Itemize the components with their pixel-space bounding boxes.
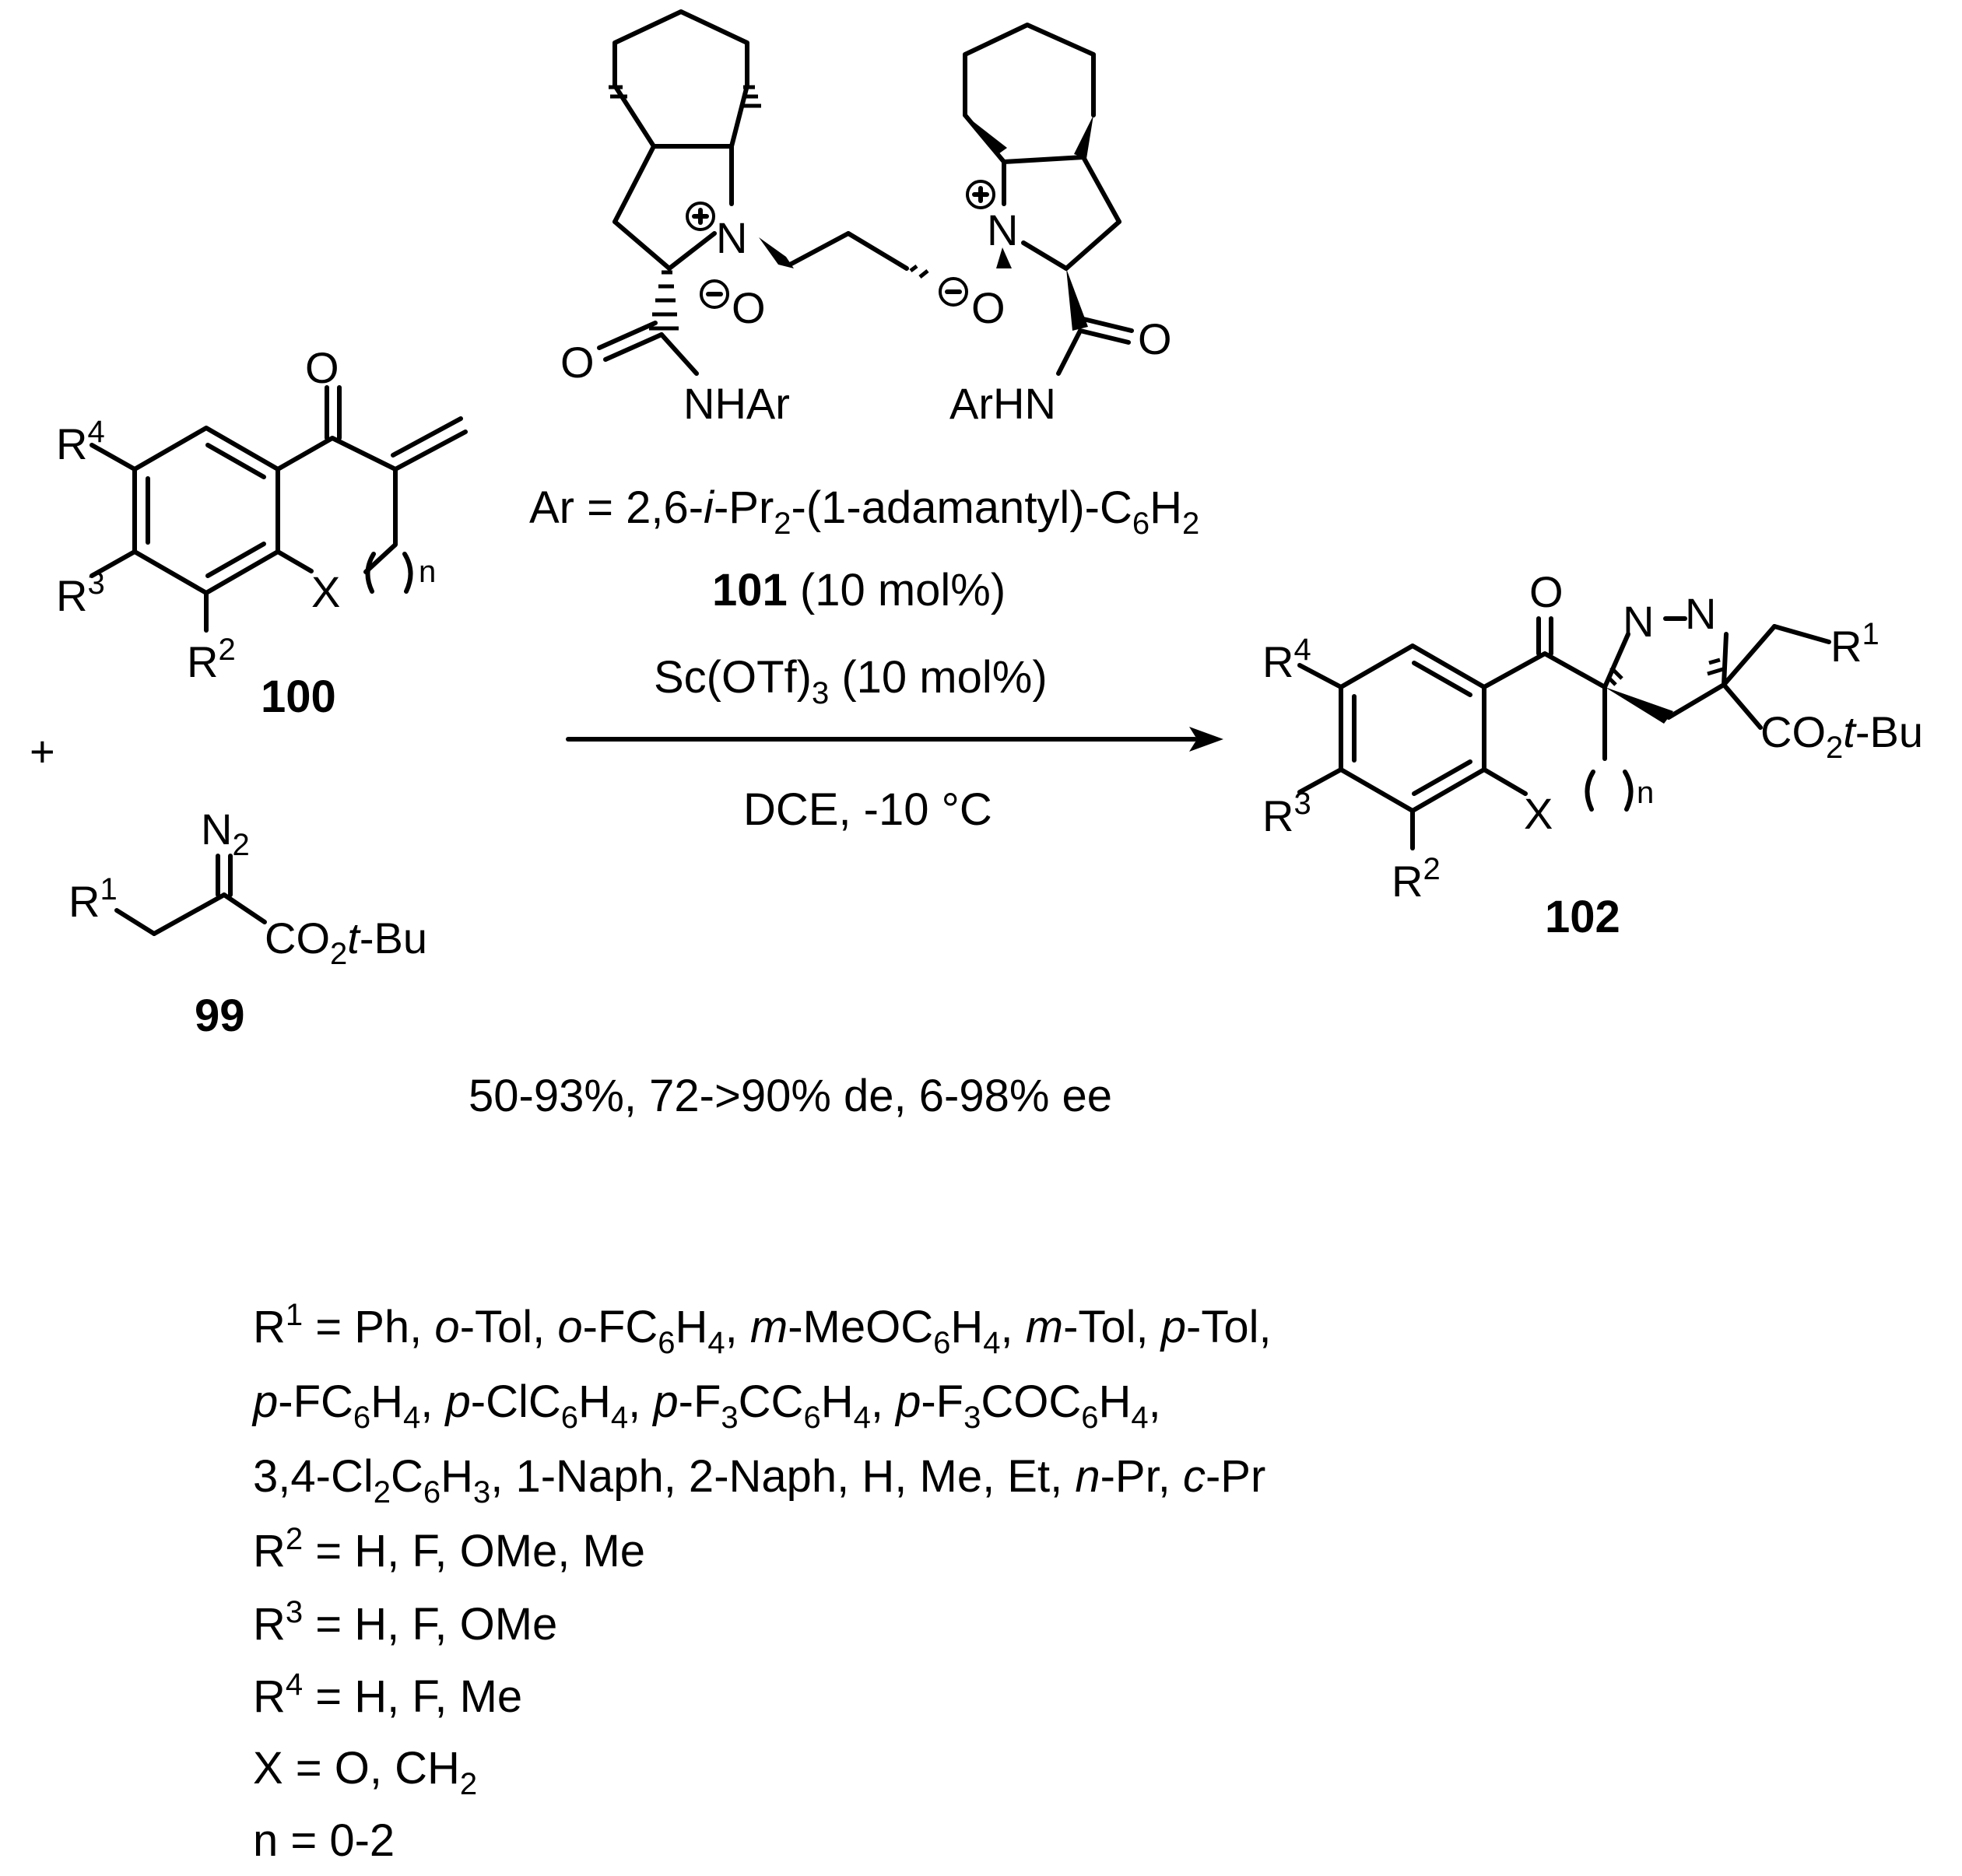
r1-substituents-line2: p-FC6H4, p-ClC6H4, p-F3CC6H4, p-F3COC6H4…: [251, 1376, 1161, 1435]
amide-right-arhn: ArHN: [949, 379, 1056, 428]
n-subscript: n: [419, 555, 436, 589]
n-oxide-right-n: N: [987, 205, 1018, 254]
catalyst-loading: 101 (10 mol%): [712, 565, 1006, 615]
r3-substituents: R3 = H, F, OMe: [253, 1595, 557, 1650]
n-subscript-102: n: [1637, 776, 1654, 810]
tbu-ester-102: CO2t-Bu: [1760, 707, 1923, 765]
r3-label: R3: [56, 566, 105, 620]
x-definition: X = O, CH2: [253, 1743, 477, 1801]
lewis-acid: Sc(OTf)3 (10 mol%): [654, 652, 1048, 710]
compound-number-102: 102: [1545, 892, 1620, 942]
ar-definition: Ar = 2,6-i-Pr2-(1-adamantyl)-C6H2: [529, 482, 1199, 541]
yield-selectivity: 50-93%, 72->90% de, 6-98% ee: [469, 1071, 1112, 1121]
compound-99: N2 R1 CO2t-Bu 99: [68, 805, 427, 1041]
r3-label-102: R3: [1262, 787, 1311, 840]
x-atom: X: [311, 567, 340, 616]
r2-substituents: R2 = H, F, OMe, Me: [253, 1522, 645, 1576]
n-definition: n = 0-2: [253, 1815, 395, 1866]
substituent-list: R1 = Ph, o-Tol, o-FC6H4, m-MeOC6H4, m-To…: [251, 1298, 1272, 1866]
r1-substituents-line3: 3,4-Cl2C6H3, 1-Naph, 2-Naph, H, Me, Et, …: [253, 1451, 1265, 1510]
compound-number-100: 100: [261, 672, 336, 722]
amide-right-o: O: [1138, 314, 1172, 363]
r4-label: R4: [56, 415, 105, 468]
n-oxide-left-n: N: [716, 213, 747, 262]
pyrazoline-n2: N: [1685, 589, 1716, 638]
ketone-oxygen: O: [305, 343, 339, 392]
amide-left-nhar: NHAr: [683, 379, 790, 428]
ketone-oxygen-102: O: [1529, 567, 1564, 616]
r4-substituents: R4 = H, F, Me: [253, 1667, 522, 1722]
n-oxide-left-o: O: [732, 283, 766, 332]
plus-sign: +: [30, 727, 55, 776]
reaction-arrow: [566, 727, 1223, 752]
amide-left-o: O: [560, 338, 595, 387]
r4-label-102: R4: [1262, 633, 1311, 686]
n-oxide-right-o: O: [971, 283, 1006, 332]
tbu-ester: CO2t-Bu: [265, 913, 427, 971]
r2-label: R2: [187, 633, 236, 686]
compound-101: N O O NHAr N O O ArHN: [560, 9, 1172, 428]
r1-label: R1: [68, 872, 118, 926]
diazo-n2: N2: [201, 805, 250, 862]
r1-label-102: R1: [1830, 617, 1880, 671]
r1-substituents: R1 = Ph, o-Tol, o-FC6H4, m-MeOC6H4, m-To…: [253, 1298, 1272, 1360]
r2-label-102: R2: [1392, 852, 1441, 906]
solvent-temperature: DCE, -10 °C: [743, 784, 992, 835]
pyrazoline-n1: N: [1623, 597, 1654, 646]
x-atom-102: X: [1524, 789, 1553, 838]
compound-102: O N N R1 CO2t-Bu R4 R3 R2 X n 102: [1262, 567, 1923, 942]
compound-number-99: 99: [195, 991, 245, 1041]
compound-100: O R4 R3 R2 X n 100: [56, 343, 468, 722]
